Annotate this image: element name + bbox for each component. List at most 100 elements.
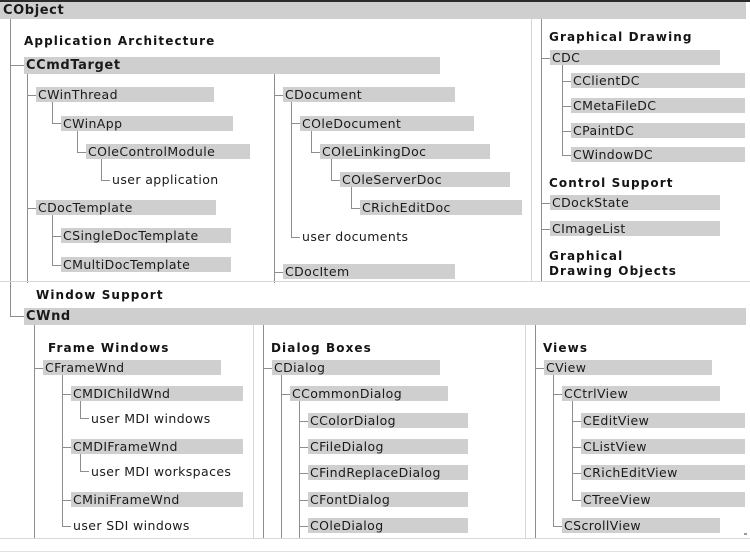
connector-colecontrolmodule-to-user-application — [101, 180, 110, 181]
node-coledialog: COleDialog — [308, 518, 468, 533]
node-cdocument: CDocument — [283, 87, 455, 102]
node-cobject-label: CObject — [3, 3, 65, 18]
connector-cwnd-spine-frame — [34, 325, 35, 538]
node-cwindowdc: CWindowDC — [571, 147, 745, 162]
node-colelinkingdoc: COleLinkingDoc — [320, 144, 490, 159]
connector-cdc-to-cmetafiledc — [562, 106, 571, 107]
node-cmetafiledc: CMetaFileDC — [571, 98, 745, 113]
section-frame-windows: Frame Windows — [48, 341, 170, 355]
connector-cwinthread-spine — [52, 102, 53, 124]
connector-cdialog-to-ccommondialog — [281, 394, 290, 395]
connector-ccommondialog-to-cfontdialog — [299, 500, 308, 501]
connector-cdc-spine — [562, 65, 563, 155]
node-cricheditdoc: CRichEditDoc — [360, 200, 522, 215]
connector-cwinapp-to-colecontrolmodule — [77, 152, 86, 153]
node-user-documents: user documents — [302, 229, 409, 244]
node-cricheditview: CRichEditView — [581, 465, 745, 480]
connector-ccmdtarget-to-cwinthread — [27, 95, 36, 96]
connector-cwnd-spine-dialog — [263, 325, 264, 538]
node-cmultidoctemplate: CMultiDocTemplate — [61, 257, 231, 272]
connector-cobject-to-ccmdtarget — [10, 65, 24, 66]
section-control-support: Control Support — [549, 176, 674, 190]
connector-cframewnd-to-cmdichildwnd — [62, 394, 71, 395]
node-cdocitem: CDocItem — [283, 264, 455, 279]
connector-cctrlview-to-cricheditview — [572, 473, 581, 474]
connector-colelinkingdoc-to-coleserverdoc — [331, 180, 340, 181]
connector-cwnd-to-cdialog — [263, 368, 272, 369]
connector-coleserverdoc-to-cricheditdoc — [351, 208, 360, 209]
top-rule — [0, 0, 750, 2]
connector-ccommondialog-to-ccolordialog — [299, 421, 308, 422]
connector-ccmdtarget-to-cdocitem — [274, 272, 283, 273]
connector-cctrlview-to-ceditview — [572, 421, 581, 422]
node-ceditview: CEditView — [581, 413, 745, 428]
connector-cwinthread-to-cwinapp — [52, 123, 61, 124]
node-user-application: user application — [112, 172, 219, 187]
connector-cview-to-cscrollview — [553, 526, 562, 527]
connector-ccommondialog-to-coledialog — [299, 526, 308, 527]
connector-cframewnd-to-cminiframewnd — [62, 500, 71, 501]
connector-cmdiframewnd-spine — [80, 454, 81, 472]
node-csingledoctemplate: CSingleDocTemplate — [61, 228, 231, 243]
node-cimagelist: CImageList — [550, 221, 720, 236]
node-ctreeview: CTreeView — [581, 492, 745, 507]
section-graphical-drawing-objects-line1: Graphical — [549, 249, 624, 263]
node-cmdichildwnd: CMDIChildWnd — [71, 386, 243, 401]
node-coledocument: COleDocument — [300, 116, 474, 131]
connector-cctrlview-to-ctreeview — [572, 500, 581, 501]
connector-coledocument-to-colelinkingdoc — [311, 152, 320, 153]
connector-to-cimagelist — [541, 229, 550, 230]
node-ccmdtarget: CCmdTarget — [24, 57, 440, 74]
separator-horizontal-footer — [0, 551, 750, 552]
connector-cmdichildwnd-spine — [80, 401, 81, 419]
connector-cframewnd-spine — [62, 375, 63, 527]
connector-ccmdtarget-spine-right — [274, 74, 275, 283]
connector-cdoctemplate-to-csingledoctemplate — [52, 236, 61, 237]
node-user-mdi-windows: user MDI windows — [91, 411, 211, 426]
node-cminiframewnd: CMiniFrameWnd — [71, 492, 243, 507]
node-cfindreplacedialog: CFindReplaceDialog — [308, 465, 468, 480]
node-cdoctemplate: CDocTemplate — [36, 200, 216, 215]
node-colecontrolmodule: COleControlModule — [86, 144, 250, 159]
node-cwnd: CWnd — [24, 308, 746, 325]
connector-to-cdc — [541, 58, 550, 59]
node-cpaintdc: CPaintDC — [571, 123, 745, 138]
connector-cmdiframewnd-to-user-mdi-workspaces — [80, 471, 89, 472]
section-application-architecture: Application Architecture — [24, 34, 216, 48]
connector-cctrlview-spine — [572, 401, 573, 501]
connector-cdocument-to-coledocument — [291, 123, 300, 124]
node-cclientdc: CClientDC — [571, 73, 745, 88]
node-cframewnd: CFrameWnd — [43, 360, 221, 375]
connector-cdc-to-cpaintdc — [562, 131, 571, 132]
connector-cview-spine — [553, 375, 554, 527]
node-cscrollview: CScrollView — [562, 518, 720, 533]
connector-cwnd-spine-views — [535, 325, 536, 538]
node-user-sdi-windows: user SDI windows — [73, 518, 190, 533]
node-cwinapp: CWinApp — [61, 116, 233, 131]
connector-cdc-to-cclientdc — [562, 81, 571, 82]
connector-cdoctemplate-to-cmultidoctemplate — [52, 265, 61, 266]
scroll-indicator-tick[interactable] — [744, 533, 747, 535]
separator-vertical-top-right — [531, 19, 532, 281]
connector-cobject-spine — [10, 19, 11, 317]
connector-cwnd-to-cview — [535, 368, 544, 369]
node-cdockstate: CDockState — [550, 195, 720, 210]
connector-ccommondialog-spine — [299, 401, 300, 538]
separator-horizontal-bottom — [0, 538, 750, 539]
node-ccommondialog: CCommonDialog — [290, 386, 448, 401]
connector-cframewnd-to-cmdiframewnd — [62, 447, 71, 448]
node-cwinthread: CWinThread — [36, 87, 214, 102]
section-graphical-drawing: Graphical Drawing — [549, 30, 693, 44]
connector-cwnd-to-cframewnd — [34, 368, 43, 369]
node-cfontdialog: CFontDialog — [308, 492, 468, 507]
connector-to-cdockstate — [541, 203, 550, 204]
connector-ccmdtarget-spine-left — [27, 74, 28, 283]
node-cdialog: CDialog — [272, 360, 440, 375]
connector-cdocument-to-user-documents — [291, 237, 300, 238]
node-cfiledialog: CFileDialog — [308, 439, 468, 454]
connector-cwnd-to-user-sdi-windows — [62, 526, 71, 527]
connector-cdc-to-cwindowdc — [562, 155, 571, 156]
node-cdc: CDC — [550, 50, 720, 65]
node-cobject: CObject — [0, 2, 746, 19]
